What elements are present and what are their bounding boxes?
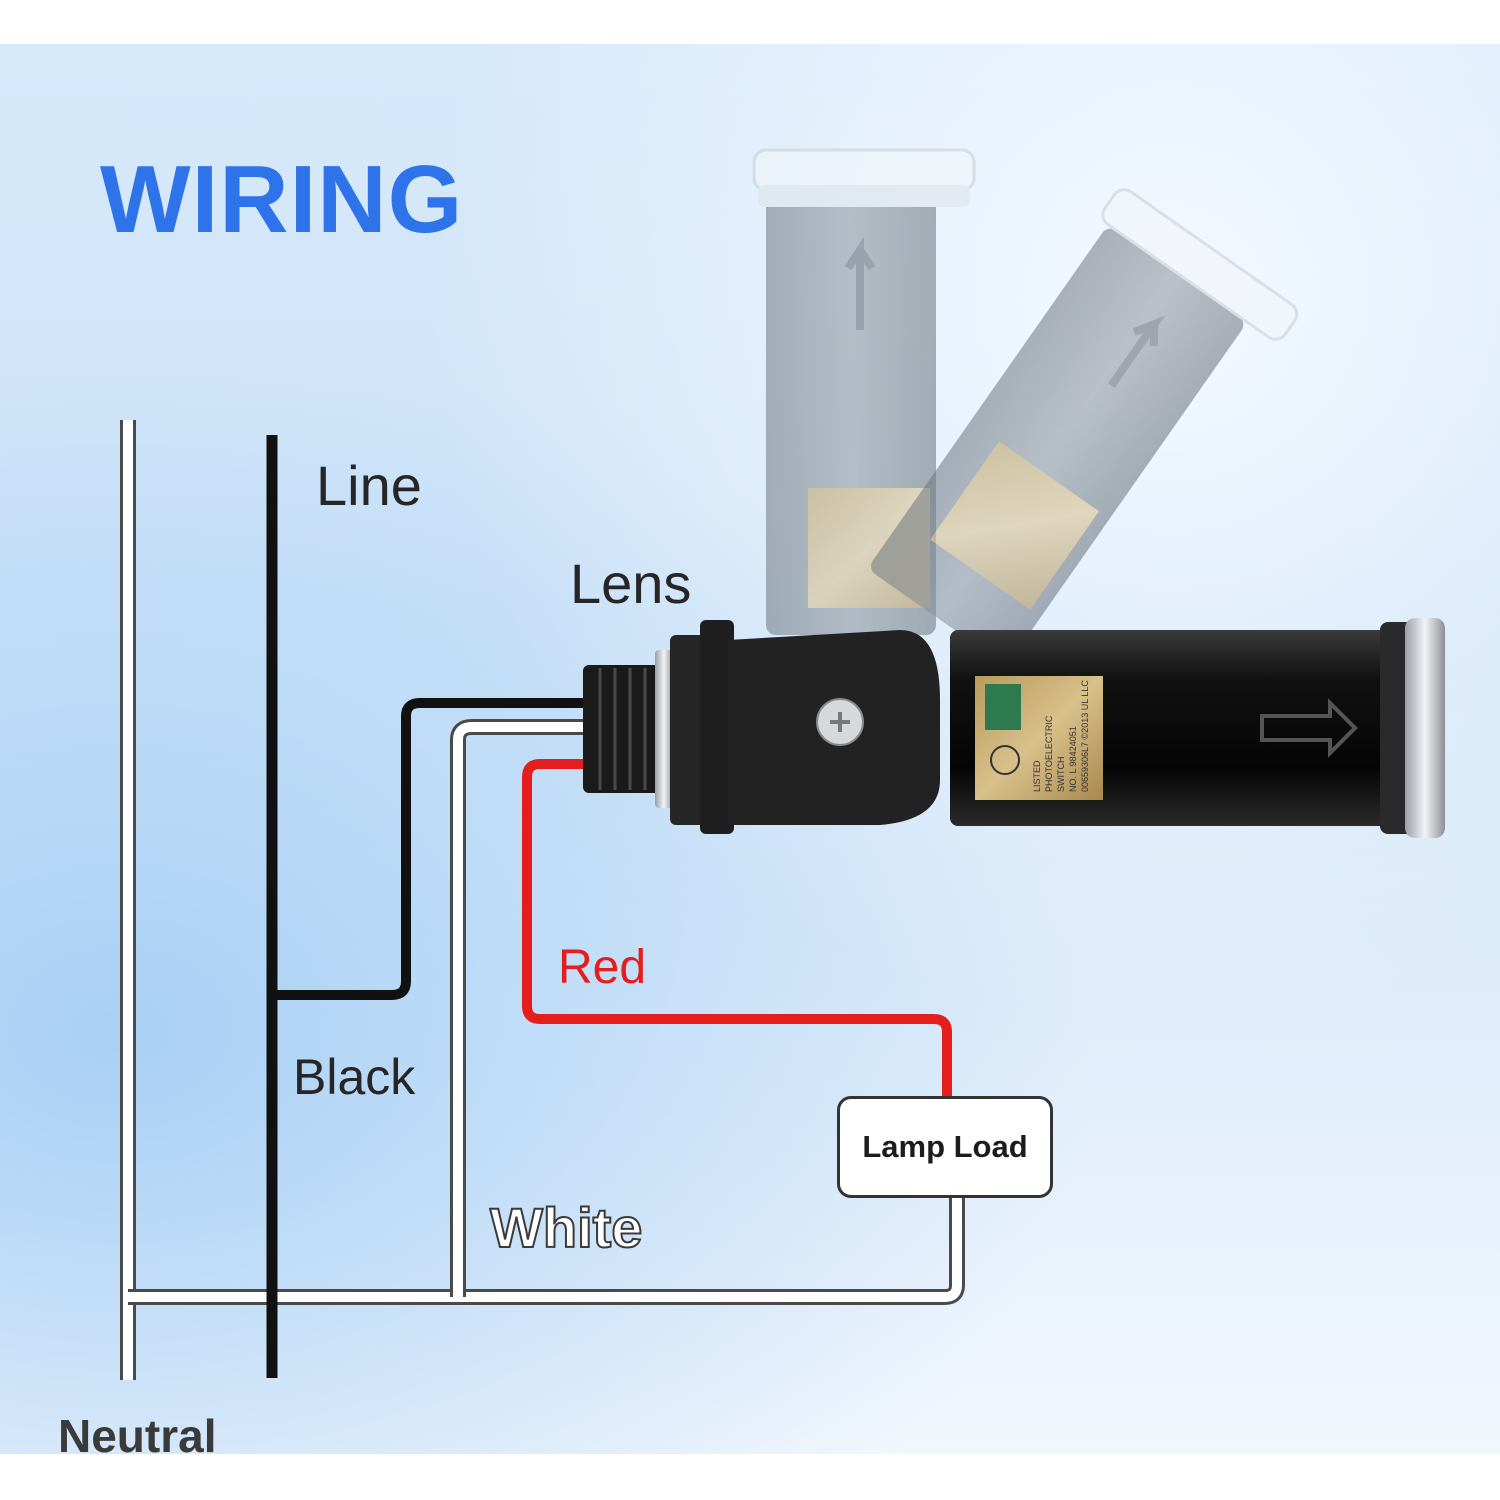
product-label-line: NO. L 98424051 (1068, 726, 1078, 792)
product-label-line: PHOTOELECTRIC (1044, 715, 1054, 792)
label-black: Black (293, 1049, 416, 1105)
ul-listed-icon (990, 745, 1020, 775)
product-label-line: LISTED (1032, 760, 1042, 792)
product-label-line: 00659306L7 ©2013 UL LLC (1080, 680, 1090, 792)
page-title: WIRING (100, 146, 464, 253)
photocell-sensor: LISTED PHOTOELECTRIC SWITCH NO. L 984240… (583, 618, 1445, 838)
white-bus-wire (128, 1198, 962, 1302)
label-white: White (489, 1196, 643, 1259)
lamp-load-box: Lamp Load (837, 1096, 1053, 1198)
ghost-sensor-upright (752, 148, 976, 635)
label-neutral: Neutral (58, 1410, 217, 1462)
arrow-right-icon (1260, 698, 1358, 758)
red-wire (522, 759, 952, 1096)
black-wire (272, 698, 585, 1000)
label-red: Red (558, 941, 647, 994)
wires (120, 420, 965, 1380)
arrow-up-icon (844, 236, 876, 330)
white-wire (453, 722, 585, 1297)
label-line: Line (316, 454, 422, 517)
label-lens: Lens (570, 552, 692, 615)
product-label-line: SWITCH (1056, 757, 1066, 793)
lamp-load-label: Lamp Load (862, 1129, 1028, 1164)
ghost-sensor-tilted (871, 188, 1299, 663)
